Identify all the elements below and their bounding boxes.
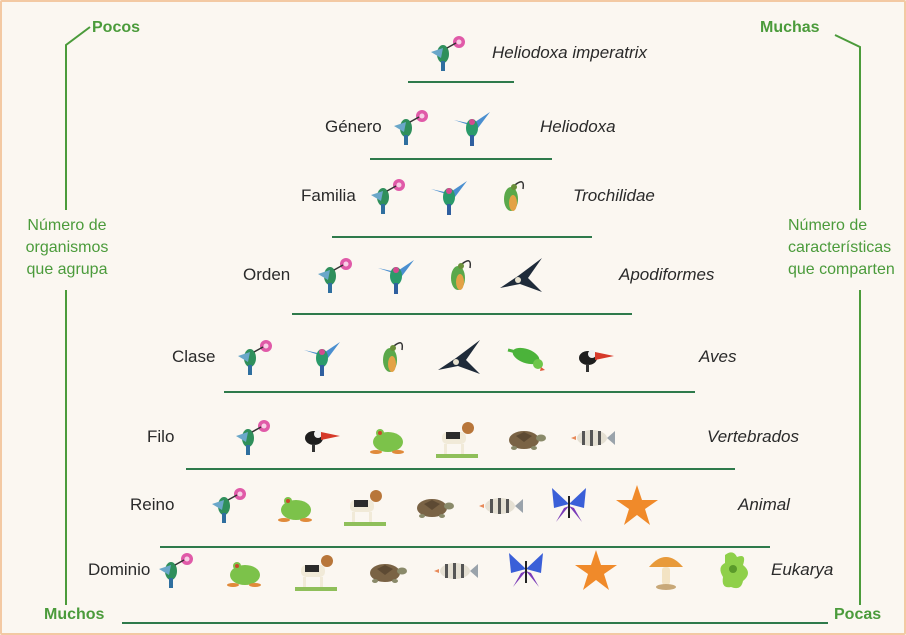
hermit-hummingbird-icon [368,334,414,380]
swift-icon [436,334,482,380]
hermit-hummingbird-icon [489,173,535,219]
hummingbird-icon [427,173,473,219]
turtle-icon [410,482,456,528]
hummingbird-flower-icon [425,30,471,76]
taxon-label: Trochilidae [573,186,655,206]
hermit-hummingbird-icon [436,252,482,298]
right-axis-label: Número de características que comparten [788,215,906,281]
taxon-label: Eukarya [771,560,833,580]
hummingbird-flower-icon [232,334,278,380]
dog-icon [434,414,480,460]
hummingbird-flower-icon [312,252,358,298]
taxon-label: Aves [699,347,737,367]
right-axis-line-3: que comparten [788,259,906,281]
tier-divider [370,158,552,160]
butterfly-icon [546,482,592,528]
right-axis-line-2: características [788,237,906,259]
top-right-corner-label: Muchas [760,19,820,37]
top-left-corner-label: Pocos [92,19,140,37]
frog-icon [274,482,320,528]
taxon-label: Apodiformes [619,265,714,285]
tier-divider [408,81,514,83]
rank-label: Familia [301,186,356,206]
hummingbird-flower-icon [230,414,276,460]
hummingbird-flower-icon [388,104,434,150]
rank-label: Filo [147,427,174,447]
starfish-icon [614,482,660,528]
toucan-icon [572,334,618,380]
fish-icon [570,414,616,460]
frog-icon [366,414,412,460]
left-bracket-top [66,27,90,210]
dog-icon [293,547,339,593]
frog-icon [223,547,269,593]
tier-divider [186,468,735,470]
tier-divider [292,313,632,315]
left-axis-line-3: que agrupa [20,259,114,281]
butterfly-icon [503,547,549,593]
bottom-left-corner-label: Muchos [44,606,104,624]
turtle-icon [363,547,409,593]
left-axis-label: Número de organismos que agrupa [20,215,114,281]
swift-icon [498,252,544,298]
hummingbird-icon [374,252,420,298]
right-axis-line-1: Número de [788,215,906,237]
tier-divider [224,391,695,393]
right-bracket-top [835,35,860,210]
hummingbird-icon [450,104,496,150]
taxon-label: Heliodoxa [540,117,616,137]
hummingbird-flower-icon [206,482,252,528]
toucan-icon [298,414,344,460]
left-axis-line-2: organismos [20,237,114,259]
hummingbird-flower-icon [365,173,411,219]
taxon-label: Animal [738,495,790,515]
bottom-right-corner-label: Pocas [834,606,881,624]
taxon-label: Heliodoxa imperatrix [492,43,647,63]
rank-label: Clase [172,347,215,367]
hummingbird-icon [300,334,346,380]
fish-icon [478,482,524,528]
rank-label: Dominio [88,560,150,580]
starfish-icon [573,547,619,593]
left-axis-line-1: Número de [20,215,114,237]
parrot-icon [504,334,550,380]
tier-divider [332,236,592,238]
dog-icon [342,482,388,528]
mushroom-icon [643,547,689,593]
rank-label: Reino [130,495,174,515]
rank-label: Género [325,117,382,137]
fish-icon [433,547,479,593]
amoeba-icon [713,547,759,593]
rank-label: Orden [243,265,290,285]
hummingbird-flower-icon [153,547,199,593]
turtle-icon [502,414,548,460]
taxon-label: Vertebrados [707,427,799,447]
